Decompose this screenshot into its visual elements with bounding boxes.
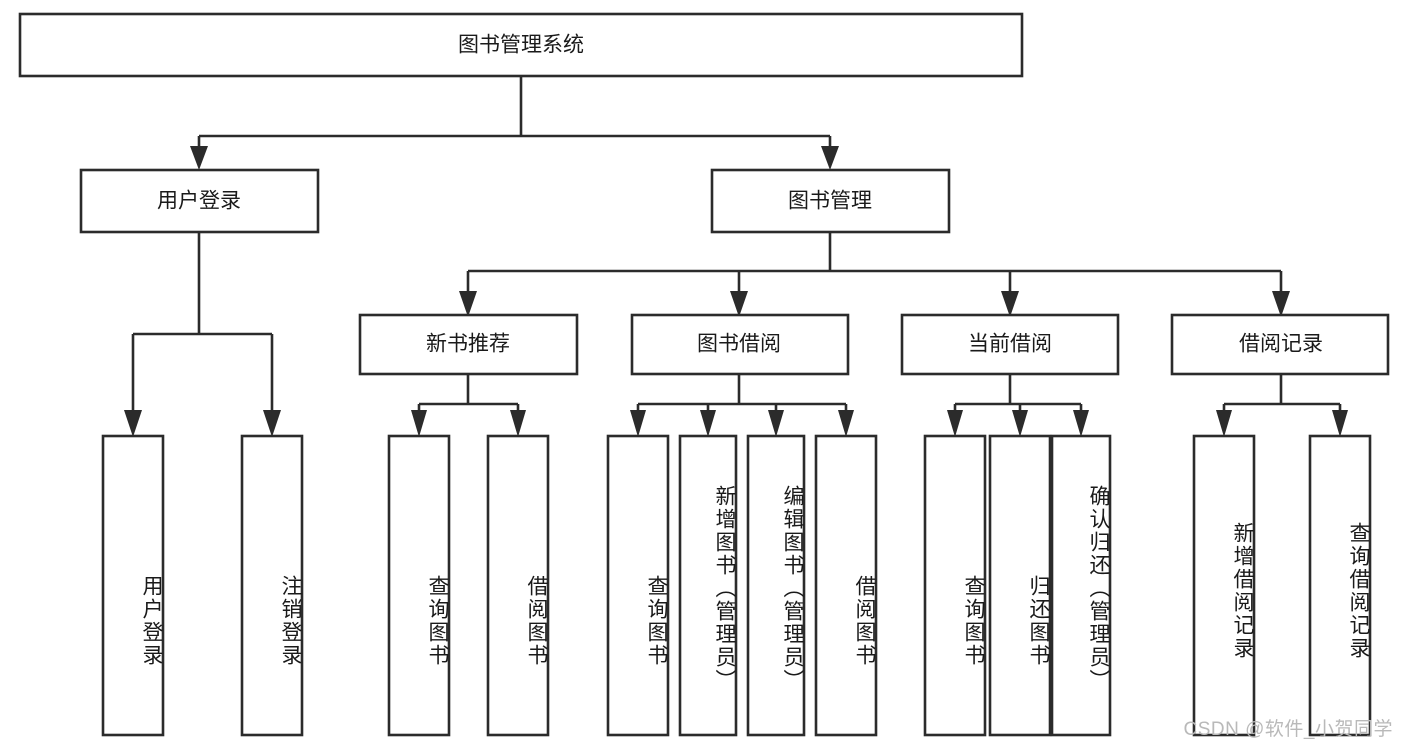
- arrow-head-book-mgmt: [821, 146, 839, 170]
- node-root[interactable]: [18, 12, 1024, 78]
- arrow-head-current-borrow: [1001, 291, 1019, 317]
- node-borrow-record[interactable]: [1170, 313, 1390, 376]
- node-book-management-label: 图书管理: [788, 190, 872, 213]
- leaf-box-bb-query-book[interactable]: [606, 434, 670, 737]
- arrow-head-leaf-logout: [263, 410, 281, 437]
- leaf-box-nb-query-book[interactable]: [387, 434, 451, 737]
- leaf-box-cb-confirm-return[interactable]: [1050, 434, 1112, 737]
- leaf-box-bb-edit-book[interactable]: [746, 434, 806, 737]
- connector-group-new-book: [411, 374, 526, 437]
- arrow-head-br-leaf-2: [1332, 410, 1348, 437]
- arrow-head-bb-leaf-1: [630, 410, 646, 437]
- arrow-head-cb-leaf-1: [947, 410, 963, 437]
- arrow-head-br-leaf-1: [1216, 410, 1232, 437]
- arrow-head-leaf-user-login: [124, 410, 142, 437]
- node-new-book-recommend[interactable]: [358, 313, 579, 376]
- node-new-book-recommend-label: 新书推荐: [426, 333, 510, 356]
- leaf-box-cb-return-book[interactable]: [988, 434, 1052, 737]
- leaf-box-bb-borrow-book[interactable]: [814, 434, 878, 737]
- node-user-login[interactable]: [79, 168, 320, 234]
- arrow-head-cb-leaf-3: [1073, 410, 1089, 437]
- connector-group-book-borrow: [630, 374, 854, 437]
- node-book-management[interactable]: [710, 168, 951, 234]
- connector-group-borrow-record: [1216, 374, 1348, 437]
- leaf-box-br-query-record[interactable]: [1308, 434, 1372, 737]
- connector-group-root: [190, 76, 839, 170]
- watermark-text: CSDN @软件_小贺同学: [1183, 719, 1393, 740]
- arrow-head-borrow-record: [1272, 291, 1290, 317]
- node-book-borrow-label: 图书借阅: [697, 333, 781, 356]
- arrow-head-user-login: [190, 146, 208, 170]
- node-book-borrow[interactable]: [630, 313, 850, 376]
- connector-group-current-borrow: [947, 374, 1089, 437]
- leaf-box-br-add-record[interactable]: [1192, 434, 1256, 737]
- node-current-borrow-label: 当前借阅: [968, 333, 1052, 356]
- arrow-head-bb-leaf-4: [838, 410, 854, 437]
- leaf-box-nb-borrow-book[interactable]: [486, 434, 550, 737]
- leaf-box-user-login[interactable]: [101, 434, 165, 737]
- connector-group-user-login: [124, 232, 281, 437]
- arrow-head-cb-leaf-2: [1012, 410, 1028, 437]
- arrow-head-nb-leaf-2: [510, 410, 526, 437]
- arrow-head-nb-leaf-1: [411, 410, 427, 437]
- leaf-box-cb-query-book[interactable]: [923, 434, 987, 737]
- node-current-borrow[interactable]: [900, 313, 1120, 376]
- connector-group-book-mgmt: [459, 232, 1290, 317]
- node-root-label: 图书管理系统: [458, 34, 584, 57]
- node-borrow-record-label: 借阅记录: [1239, 333, 1323, 356]
- node-user-login-label: 用户登录: [157, 190, 241, 213]
- leaf-box-logout[interactable]: [240, 434, 304, 737]
- arrow-head-bb-leaf-3: [768, 410, 784, 437]
- arrow-head-new-book: [459, 291, 477, 317]
- arrow-head-book-borrow: [730, 291, 748, 317]
- arrow-head-bb-leaf-2: [700, 410, 716, 437]
- leaf-box-bb-add-book[interactable]: [678, 434, 738, 737]
